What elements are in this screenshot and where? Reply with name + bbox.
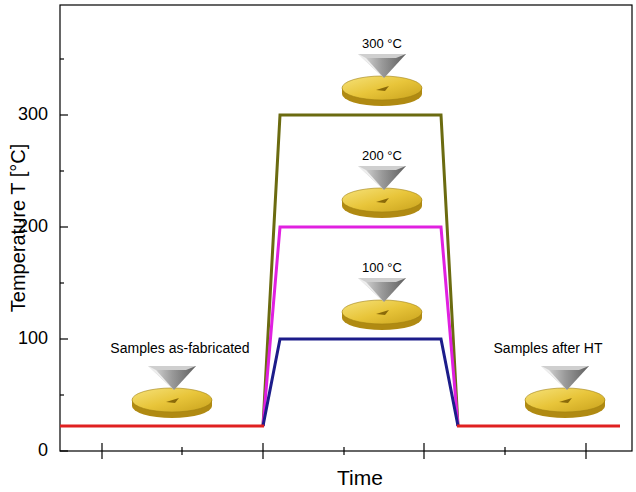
sample-icon: [342, 166, 422, 218]
axis-title: Time: [337, 466, 383, 489]
temperature-label: 300 °C: [362, 37, 402, 51]
tick-label: 0: [38, 441, 48, 461]
temperature-label: 100 °C: [362, 261, 402, 275]
sample-label: Samples after HT: [494, 341, 603, 356]
sample-icon: [342, 278, 422, 330]
sample-icon: [342, 54, 422, 106]
tick-label: 300: [18, 105, 48, 125]
tick-label: 100: [18, 329, 48, 349]
sample-label: Samples as-fabricated: [110, 341, 249, 356]
tick-label: 200: [18, 217, 48, 237]
sample-icon: [525, 366, 605, 418]
sample-icon: [132, 366, 212, 418]
temperature-label: 200 °C: [362, 149, 402, 163]
